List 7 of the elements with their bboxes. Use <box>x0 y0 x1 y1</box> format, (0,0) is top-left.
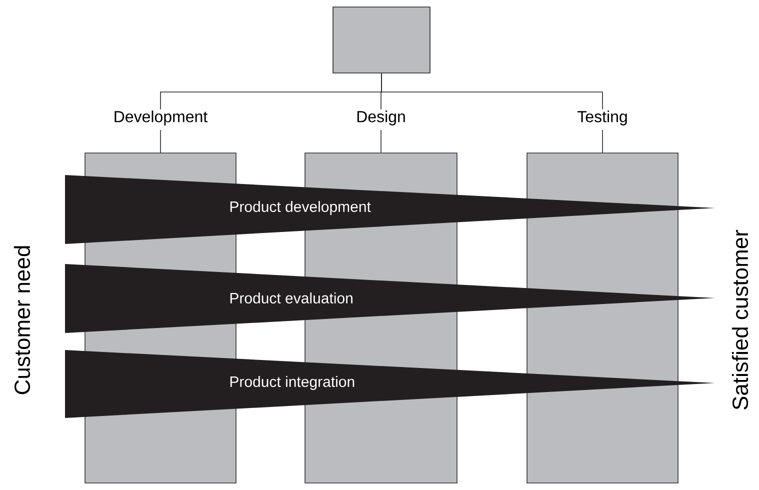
connector-line <box>381 73 603 110</box>
top-box <box>332 6 430 74</box>
column-heading: Design <box>357 110 405 126</box>
side-label: Customer need <box>14 246 30 394</box>
side-label: Satisfied customer <box>732 230 748 410</box>
column-heading: Development <box>114 110 208 126</box>
column-heading: Testing <box>578 110 627 126</box>
